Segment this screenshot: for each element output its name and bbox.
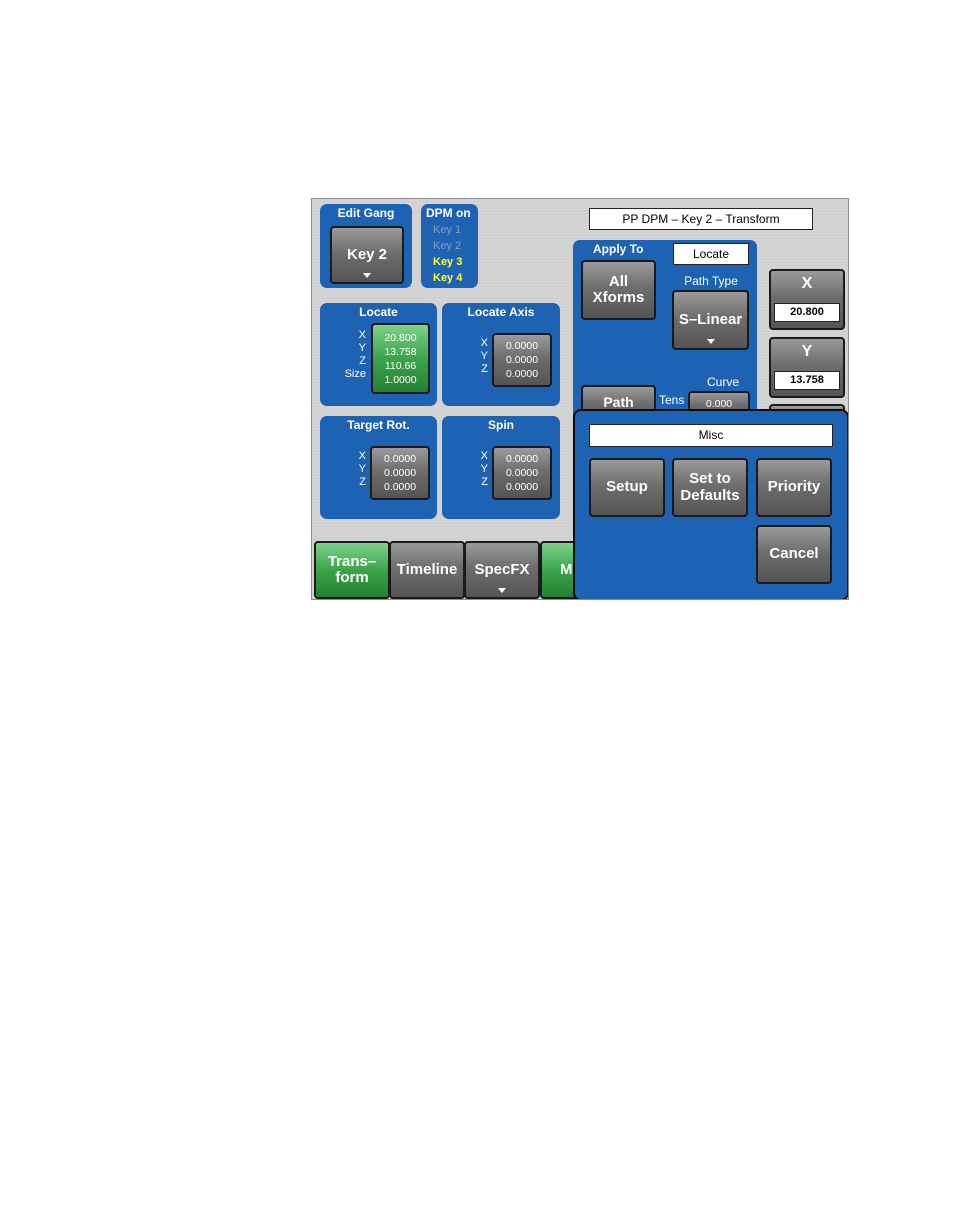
tab-transform[interactable]: Trans– form [314, 541, 390, 599]
y-value-display: 13.758 [774, 371, 840, 390]
spin-panel: Spin X Y Z 0.0000 0.0000 0.0000 [442, 416, 560, 519]
misc-popup: Misc Setup Set to Defaults Priority Canc… [573, 409, 848, 599]
target-rot-y-value: 0.0000 [383, 467, 417, 479]
apply-to-mode: Locate [673, 243, 749, 265]
target-rot-x-label: X [358, 450, 366, 462]
dropdown-arrow-icon [706, 339, 715, 344]
target-rot-y-label: Y [358, 463, 366, 475]
dropdown-arrow-icon [498, 588, 506, 593]
locate-z-value: 110.66 [384, 359, 417, 372]
apply-to-title: Apply To [593, 242, 644, 256]
locate-axis-labels: X Y Z [448, 337, 488, 376]
locate-y-label: Y [358, 342, 366, 354]
dpm-key-3[interactable]: Key 3 [433, 256, 463, 268]
target-rot-labels: X Y Z [326, 450, 366, 489]
target-rot-z-label: Z [359, 476, 366, 488]
tab-specfx-label: SpecFX [474, 560, 530, 578]
apply-to-panel: Apply To Locate All Xforms Path Type S–L… [573, 240, 757, 440]
locate-axis-z-value: 0.0000 [505, 368, 539, 380]
locate-axis-x-label: X [480, 337, 488, 349]
locate-axis-labels: X Y Z Size [326, 329, 366, 381]
locate-axis-values-button[interactable]: 0.0000 0.0000 0.0000 [492, 333, 552, 387]
edit-gang-value: Key 2 [346, 245, 388, 263]
target-rot-panel: Target Rot. X Y Z 0.0000 0.0000 0.0000 [320, 416, 437, 519]
all-xforms-button[interactable]: All Xforms [581, 260, 656, 320]
locate-values-button[interactable]: 20.800 13.758 110.66 1.0000 [371, 323, 430, 394]
all-xforms-line2: Xforms [592, 289, 645, 306]
locate-size-label: Size [344, 368, 366, 380]
locate-size-value: 1.0000 [384, 373, 417, 386]
tab-timeline-label: Timeline [396, 560, 458, 578]
locate-z-label: Z [359, 355, 366, 367]
locate-x-value: 20.800 [384, 331, 417, 344]
setup-label: Setup [606, 478, 648, 496]
spin-x-value: 0.0000 [505, 453, 539, 465]
tab-m-label: M [560, 560, 573, 578]
locate-axis-x-value: 0.0000 [505, 340, 539, 352]
spin-z-value: 0.0000 [505, 481, 539, 493]
page-title: PP DPM – Key 2 – Transform [589, 208, 813, 230]
edit-gang-panel: Edit Gang Key 2 [320, 204, 412, 288]
edit-gang-button[interactable]: Key 2 [330, 226, 404, 284]
locate-x-label: X [358, 329, 366, 341]
set-to-defaults-button[interactable]: Set to Defaults [672, 458, 748, 517]
spin-values-button[interactable]: 0.0000 0.0000 0.0000 [492, 446, 552, 500]
locate-axis-panel: Locate Axis X Y Z 0.0000 0.0000 0.0000 [442, 303, 560, 406]
path-button-label: Path [603, 394, 634, 410]
priority-label: Priority [767, 478, 821, 496]
spin-z-label: Z [481, 476, 488, 488]
x-button-label: X [801, 275, 813, 292]
tens-label: Tens [659, 393, 685, 407]
spin-labels: X Y Z [448, 450, 488, 489]
tab-specfx[interactable]: SpecFX [464, 541, 540, 599]
spin-y-value: 0.0000 [505, 467, 539, 479]
locate-panel: Locate X Y Z Size 20.800 13.758 110.66 1… [320, 303, 437, 406]
setup-button[interactable]: Setup [589, 458, 665, 517]
spin-title: Spin [488, 418, 514, 432]
priority-button[interactable]: Priority [756, 458, 832, 517]
locate-axis-y-value: 0.0000 [505, 354, 539, 366]
spin-y-label: Y [480, 463, 488, 475]
misc-title: Misc [589, 424, 833, 447]
dpm-key-1[interactable]: Key 1 [433, 224, 462, 236]
path-type-value: S–Linear [678, 310, 743, 328]
path-type-button[interactable]: S–Linear [672, 290, 749, 350]
locate-axis-z-label: Z [481, 363, 488, 375]
target-rot-z-value: 0.0000 [383, 481, 417, 493]
locate-axis-y-label: Y [480, 350, 488, 362]
tens-value: 0.000 [705, 398, 733, 410]
set-to-defaults-line2: Defaults [680, 486, 740, 504]
dpm-key-2[interactable]: Key 2 [433, 240, 462, 252]
dpm-key-4[interactable]: Key 4 [433, 272, 463, 284]
dropdown-arrow-icon [363, 273, 371, 278]
target-rot-values-button[interactable]: 0.0000 0.0000 0.0000 [370, 446, 430, 500]
cancel-button[interactable]: Cancel [756, 525, 832, 584]
all-xforms-line1: All [608, 272, 629, 290]
x-value-display: 20.800 [774, 303, 840, 322]
tab-transform-line2: form [335, 569, 369, 586]
y-button-label: Y [801, 343, 813, 360]
tab-transform-line1: Trans– [327, 552, 377, 570]
tab-timeline[interactable]: Timeline [389, 541, 465, 599]
dpm-transform-menu: Edit Gang Key 2 DPM on Key 1 Key 2 Key 3… [311, 198, 849, 600]
dpm-on-panel: DPM on Key 1 Key 2 Key 3 Key 4 [421, 204, 478, 288]
curve-label: Curve [706, 375, 739, 389]
locate-title: Locate [359, 305, 398, 319]
path-type-label: Path Type [684, 274, 738, 288]
set-to-defaults-line1: Set to [689, 470, 731, 487]
target-rot-x-value: 0.0000 [383, 453, 417, 465]
locate-y-value: 13.758 [384, 345, 417, 358]
cancel-label: Cancel [769, 545, 819, 563]
spin-x-label: X [480, 450, 488, 462]
edit-gang-title: Edit Gang [337, 206, 395, 220]
locate-axis-title: Locate Axis [467, 305, 535, 319]
target-rot-title: Target Rot. [347, 418, 410, 432]
dpm-on-title: DPM on [426, 206, 471, 220]
